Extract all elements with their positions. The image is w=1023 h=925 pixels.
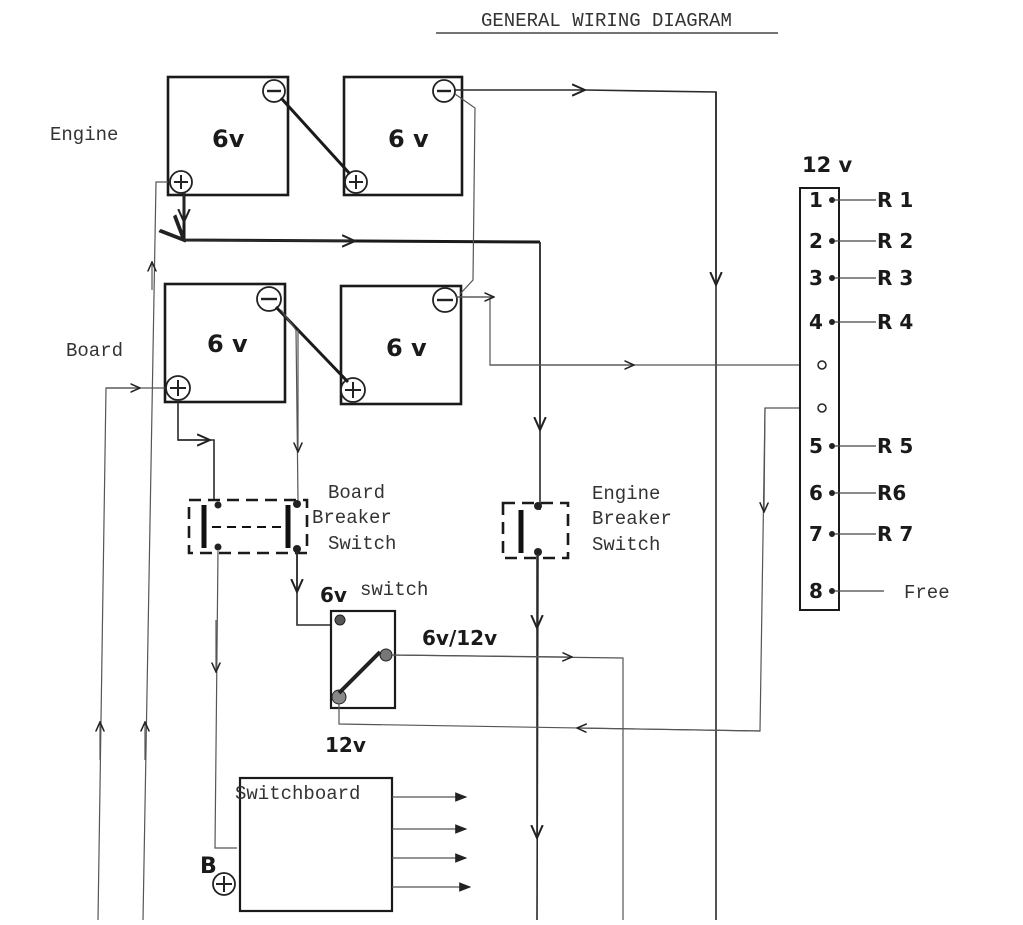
- terminal-strip: [799, 187, 840, 611]
- engine-series-link: [279, 96, 352, 176]
- terminal-7: 7 R 7: [809, 522, 913, 546]
- diagram-title: GENERAL WIRING DIAGRAM: [481, 10, 732, 32]
- arrow-down-icon: [764, 407, 765, 512]
- terminal-5: 5 R 5: [809, 434, 913, 458]
- selector-switch[interactable]: [329, 609, 397, 710]
- terminal-dot-icon: [829, 443, 835, 449]
- terminal-label: R 4: [877, 310, 913, 334]
- terminal-label: R 5: [877, 434, 913, 458]
- terminal-label: R 1: [877, 188, 913, 212]
- switchboard-outputs: [392, 792, 472, 892]
- engine-positive-wire: [184, 193, 541, 244]
- engine-negative-return-wire: [584, 89, 717, 920]
- engine-group-label: Engine: [50, 124, 118, 146]
- board-negative-to-strip-wire: [456, 296, 820, 366]
- terminal-label: Free: [904, 582, 950, 604]
- board-positive-return-wire: [97, 387, 165, 921]
- breaker-to-switchboard-wire: [214, 550, 237, 849]
- terminal-number: 7: [809, 522, 823, 546]
- battery-voltage-label: 6 v: [386, 334, 427, 362]
- terminal-3: 3 R 3: [809, 266, 913, 290]
- terminal-ring-icon: [817, 403, 827, 413]
- terminal-4: 4 R 4: [809, 310, 913, 334]
- selector-output-label: 6v/12v: [422, 626, 497, 650]
- terminal-list: 1 R 1 2 R 2 3 R 3 4 R 4 5 R 5 6 R6 7 R 7 8 Free: [809, 188, 950, 604]
- engine-positive-return-wire: [142, 181, 168, 921]
- board-breaker-label-3: Switch: [328, 533, 396, 555]
- board-breaker-label-1: Board: [328, 482, 385, 504]
- terminal-aux-4: [817, 360, 827, 370]
- terminal-label: R 7: [877, 522, 913, 546]
- engine-breaker-label-3: Switch: [592, 534, 660, 556]
- engine-breaker-label-2: Breaker: [592, 508, 672, 530]
- board-group-label: Board: [66, 340, 123, 362]
- selector-12v-label: 12v: [325, 733, 366, 757]
- board-positive-wire: [177, 400, 215, 500]
- arrow-left-icon: [577, 728, 761, 731]
- board-breaker-switch[interactable]: [187, 498, 309, 555]
- terminal-1: 1 R 1: [809, 188, 913, 212]
- negative-bridge-wire: [454, 93, 476, 295]
- board-battery-1: 6 v: [163, 282, 287, 404]
- selector-switch-label: switch: [360, 579, 428, 601]
- battery-voltage-label: 6v: [212, 125, 245, 153]
- terminal-number: 2: [809, 229, 823, 253]
- terminal-dot-icon: [829, 319, 835, 325]
- terminal-label: R 3: [877, 266, 913, 290]
- terminal-number: 1: [809, 188, 823, 212]
- terminal-number: 3: [809, 266, 823, 290]
- board-breaker-label-2: Breaker: [312, 507, 392, 529]
- terminal-aux-5: [817, 403, 827, 413]
- terminal-2: 2 R 2: [809, 229, 913, 253]
- engine-breaker-label-1: Engine: [592, 483, 660, 505]
- terminal-number: 8: [809, 579, 823, 603]
- terminal-dot-icon: [829, 531, 835, 537]
- terminal-dot-icon: [829, 197, 835, 203]
- selector-output-wire: [391, 654, 624, 920]
- battery-voltage-label: 6 v: [388, 125, 429, 153]
- arrow-right-icon: [391, 655, 572, 657]
- terminal-number: 5: [809, 434, 823, 458]
- terminal-strip-voltage: 12 v: [802, 153, 853, 177]
- engine-battery-2: 6 v: [342, 75, 464, 197]
- terminal-8: 8 Free: [809, 579, 950, 604]
- selector-12v-wire: [338, 407, 820, 732]
- arrow-right-icon: [183, 240, 355, 241]
- terminal-dot-icon: [829, 490, 835, 496]
- board-battery-2: 6 v: [339, 284, 463, 406]
- switchboard: [238, 776, 394, 913]
- switchboard-label: Switchboard: [235, 783, 360, 805]
- battery-voltage-label: 6 v: [207, 330, 248, 358]
- selector-6v-label: 6v: [320, 583, 347, 607]
- engine-battery-1: 6v: [166, 75, 290, 197]
- terminal-label: R6: [877, 481, 906, 505]
- terminal-dot-icon: [829, 588, 835, 594]
- terminal-ring-icon: [817, 360, 827, 370]
- terminal-label: R 2: [877, 229, 913, 253]
- terminal-dot-icon: [829, 275, 835, 281]
- terminal-number: 6: [809, 481, 823, 505]
- terminal-6: 6 R6: [809, 481, 906, 505]
- terminal-number: 4: [809, 310, 823, 334]
- switchboard-input-label: B: [200, 854, 217, 879]
- terminal-dot-icon: [829, 238, 835, 244]
- engine-breaker-switch[interactable]: [501, 501, 570, 560]
